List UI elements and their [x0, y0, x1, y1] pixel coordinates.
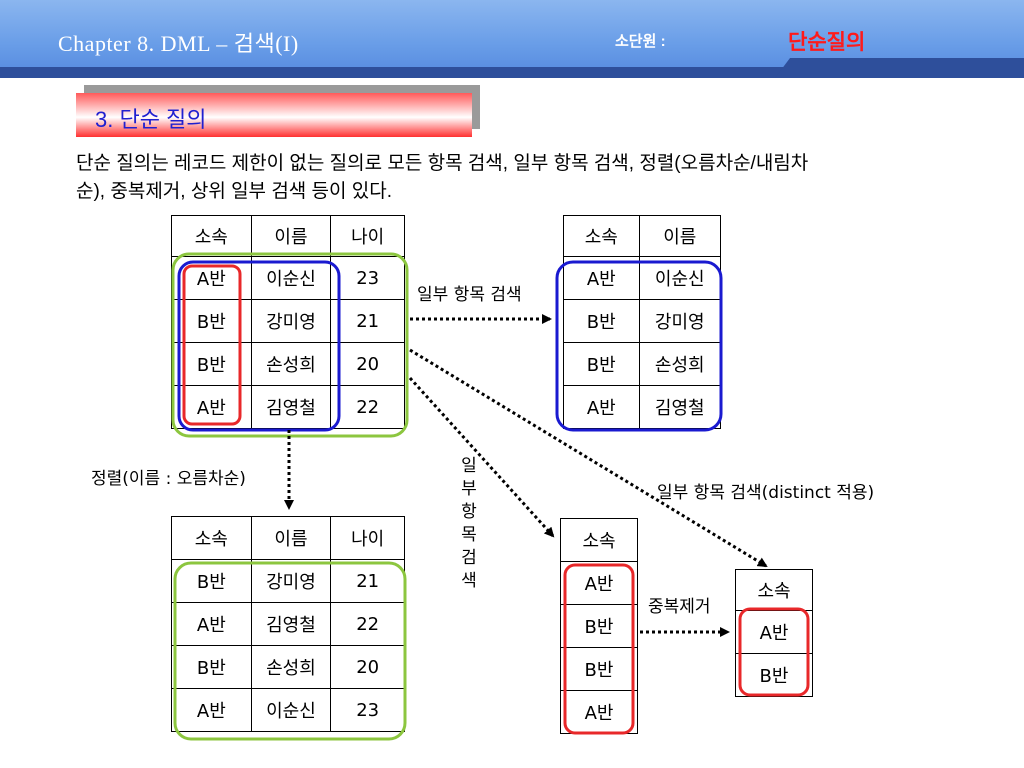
table-cell: 23	[330, 256, 405, 300]
table-cell: 21	[330, 299, 405, 343]
table-cell: A반	[563, 385, 640, 429]
description-text: 단순 질의는 레코드 제한이 없는 질의로 모든 항목 검색, 일부 항목 검색…	[76, 153, 809, 202]
table-row: B반 강미영 21	[171, 559, 405, 603]
table-row: B반	[560, 604, 638, 648]
column-header: 소속	[560, 518, 638, 562]
column-header: 나이	[330, 516, 405, 560]
table-cell: 22	[330, 602, 405, 646]
slide-header: Chapter 8. DML – 검색(I) 소단원 : 단순질의	[0, 0, 1024, 78]
table-header-row: 소속	[735, 569, 813, 611]
partial-search-vertical-label: 일부항목검색	[461, 456, 477, 591]
column-header: 소속	[171, 215, 252, 257]
table-cell: B반	[560, 647, 638, 691]
table-row: A반 김영철 22	[171, 602, 405, 646]
table-row: B반 강미영 21	[171, 299, 405, 343]
table-cell: 김영철	[638, 385, 722, 429]
arrow-to-single-column	[408, 376, 555, 538]
table-row: A반 김영철 22	[171, 385, 405, 429]
column-header: 이름	[250, 215, 332, 257]
table-cell: A반	[735, 610, 813, 654]
table-cell: 이순신	[250, 256, 332, 300]
partial-search-label: 일부 항목 검색	[417, 285, 522, 305]
single-column-table: 소속 A반 B반 B반 A반	[560, 518, 638, 734]
sorted-table: 소속 이름 나이 B반 강미영 21 A반 김영철 22 B반 손성희 20 A…	[171, 516, 405, 732]
table-cell: A반	[560, 561, 638, 605]
table-header-row: 소속 이름 나이	[171, 215, 405, 257]
table-cell: A반	[171, 688, 252, 732]
table-cell: B반	[563, 342, 640, 386]
table-cell: B반	[735, 653, 813, 697]
table-cell: 강미영	[250, 559, 332, 603]
distinct-table: 소속 A반 B반	[735, 569, 813, 697]
table-cell: 20	[330, 342, 405, 386]
table-row: B반	[735, 653, 813, 697]
slide-title: Chapter 8. DML – 검색(I)	[58, 31, 299, 56]
table-cell: 강미영	[638, 299, 722, 343]
section-heading: 3. 단순 질의	[95, 107, 207, 132]
table-cell: 23	[330, 688, 405, 732]
source-table: 소속 이름 나이 A반 이순신 23 B반 강미영 21 B반 손성희 20 A…	[171, 215, 405, 429]
table-cell: 20	[330, 645, 405, 689]
sort-label: 정렬(이름 : 오름차순)	[91, 469, 246, 489]
table-header-row: 소속 이름 나이	[171, 516, 405, 560]
column-header: 이름	[250, 516, 332, 560]
table-cell: 22	[330, 385, 405, 429]
table-cell: 김영철	[250, 602, 332, 646]
table-cell: B반	[560, 604, 638, 648]
table-cell: 강미영	[250, 299, 332, 343]
table-row: B반	[560, 647, 638, 691]
table-cell: B반	[171, 342, 252, 386]
projection-table: 소속 이름 A반 이순신 B반 강미영 B반 손성희 A반 김영철	[563, 215, 722, 429]
table-cell: 이순신	[638, 256, 722, 300]
table-cell: 김영철	[250, 385, 332, 429]
table-cell: B반	[171, 645, 252, 689]
table-header-row: 소속 이름	[563, 215, 722, 257]
section-heading-bar	[76, 93, 472, 137]
table-row: A반 이순신	[563, 256, 722, 300]
table-cell: A반	[560, 690, 638, 734]
table-cell: 손성희	[250, 645, 332, 689]
table-row: A반	[735, 610, 813, 654]
table-row: B반 손성희 20	[171, 645, 405, 689]
table-row: A반	[560, 690, 638, 734]
table-header-row: 소속	[560, 518, 638, 562]
column-header: 소속	[171, 516, 252, 560]
table-row: A반 김영철	[563, 385, 722, 429]
table-row: A반 이순신 23	[171, 256, 405, 300]
table-cell: B반	[563, 299, 640, 343]
table-cell: A반	[171, 602, 252, 646]
column-header: 소속	[563, 215, 640, 257]
subunit-topic: 단순질의	[788, 31, 866, 54]
table-cell: 손성희	[638, 342, 722, 386]
table-cell: B반	[171, 559, 252, 603]
subunit-label: 소단원 :	[615, 33, 666, 50]
table-cell: A반	[171, 256, 252, 300]
table-cell: 이순신	[250, 688, 332, 732]
table-cell: B반	[171, 299, 252, 343]
partial-search-distinct-label: 일부 항목 검색(distinct 적용)	[657, 483, 875, 503]
header-decoration	[0, 58, 1024, 78]
column-header: 이름	[638, 215, 722, 257]
column-header: 나이	[330, 215, 405, 257]
table-row: B반 강미영	[563, 299, 722, 343]
table-row: B반 손성희 20	[171, 342, 405, 386]
table-cell: 21	[330, 559, 405, 603]
table-cell: A반	[171, 385, 252, 429]
table-row: A반	[560, 561, 638, 605]
table-row: B반 손성희	[563, 342, 722, 386]
column-header: 소속	[735, 569, 813, 611]
table-cell: 손성희	[250, 342, 332, 386]
table-cell: A반	[563, 256, 640, 300]
dedup-label: 중복제거	[648, 597, 711, 617]
table-row: A반 이순신 23	[171, 688, 405, 732]
